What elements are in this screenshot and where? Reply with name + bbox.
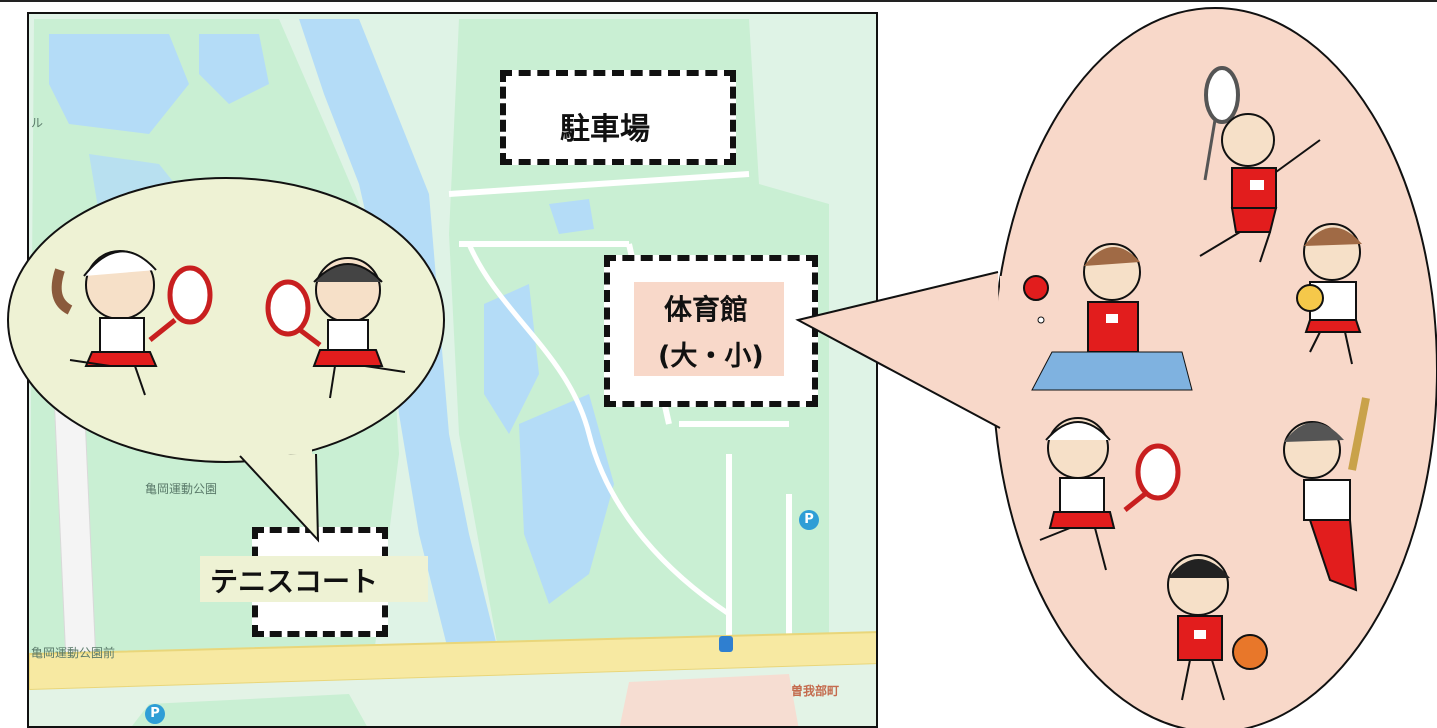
table-tennis-player [1023,243,1193,391]
gym-label: 体育館 [664,293,749,326]
parking-label: 駐車場 [560,112,650,147]
gym-label-sub: (大・小) [658,341,764,372]
gym-label-bg [634,282,784,376]
parking-marker-icon[interactable]: P [799,510,819,530]
tennis-label-bg [200,556,428,602]
basketball-player [1167,554,1268,701]
tennis-player-boy [265,257,406,399]
bus-stop-icon[interactable] [719,636,733,652]
volleyball-player [1296,223,1362,365]
bus-stop-text: 亀岡運動公園前 [31,646,116,660]
tennis-label: テニスコート [210,565,379,598]
badminton-player [1199,66,1321,263]
park-name-text: 亀岡運動公園 [145,482,218,496]
parking-box[interactable] [500,70,736,165]
parking-marker-icon-2[interactable]: P [145,704,165,724]
town-text: 曽我部町 [791,684,840,698]
softball-player [1283,397,1370,592]
tennis-player-girl [51,250,213,396]
edge-text: ル [31,116,44,130]
top-rule [0,0,1437,2]
tennis-bubble [7,177,445,543]
tennis-player-boy-right [1039,417,1181,571]
